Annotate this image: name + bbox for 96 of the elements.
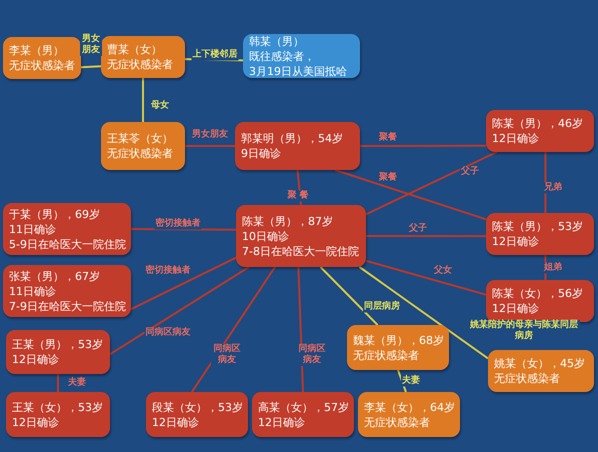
person-info: 12日确诊 <box>12 352 60 367</box>
person-info: 郭某明（男），54岁 <box>241 131 344 146</box>
person-info: 12日确诊 <box>152 414 200 430</box>
person-info: 11日确诊 <box>9 222 57 236</box>
person-info: 陈某（女），56岁 <box>492 286 584 301</box>
connector-line <box>109 266 250 356</box>
person-box <box>252 392 354 437</box>
person-info: 高某（女），57岁 <box>258 400 348 414</box>
person-box <box>146 392 248 437</box>
person-box <box>235 122 360 170</box>
edge-label: 父子 <box>460 166 480 178</box>
edge-label: 同病区病友 <box>144 328 192 338</box>
edge-label: 同层病房 <box>363 302 401 312</box>
person-box <box>358 392 460 437</box>
edge-label: 姚某陪护的母亲与陈某同层病房 <box>468 320 580 342</box>
connector-line <box>320 266 378 326</box>
connector-line <box>130 256 236 310</box>
edge-label: 夫妻 <box>67 378 87 388</box>
person-info: 李某（男） <box>9 43 65 58</box>
person-info: 姚某（女），45岁 <box>494 356 586 371</box>
person-info: 5-9日在哈医大一院住院 <box>9 236 125 252</box>
person-info: 陈某（男），46岁 <box>492 116 584 131</box>
connector-line <box>360 144 486 147</box>
person-info: 王某（男），53岁 <box>12 337 104 352</box>
edge-label: 上下楼邻居 <box>192 50 238 60</box>
person-box <box>347 325 449 370</box>
person-info: 11日确诊 <box>9 284 57 298</box>
person-info: 7-9日在哈医大一院住院 <box>9 298 125 314</box>
person-box <box>3 37 81 79</box>
person-info: 12日确诊 <box>492 131 540 146</box>
person-box <box>486 213 594 255</box>
person-info: 无症状感染者 <box>107 146 174 161</box>
person-info: 7-8日在哈医大一院住院 <box>242 244 360 258</box>
person-info: 陈某（男），53岁 <box>492 219 584 234</box>
person-info: 12日确诊 <box>258 414 306 430</box>
edge-label: 母女 <box>150 100 170 112</box>
person-info: 韩某（男） <box>249 34 305 48</box>
edge-label: 聚 餐 <box>286 190 310 202</box>
person-info: 12日确诊 <box>12 414 60 430</box>
edge-label: 聚餐 <box>378 172 398 184</box>
person-info: 于某（男），69岁 <box>9 206 101 222</box>
person-box <box>243 34 360 78</box>
person-box <box>6 392 110 437</box>
connector-line <box>296 170 302 206</box>
person-info: 无症状感染者 <box>494 371 561 386</box>
edge-label: 密切接触者 <box>144 266 192 276</box>
person-info: 无症状感染者 <box>107 57 174 72</box>
connector-line <box>366 151 498 216</box>
person-box <box>6 330 110 374</box>
edge-label: 男女朋友 <box>80 34 102 56</box>
person-box <box>488 350 594 392</box>
person-info: 12日确诊 <box>492 301 540 316</box>
connector-line <box>366 260 486 296</box>
edge-label: 姐弟 <box>543 262 563 274</box>
person-info: 既往感染者， <box>249 48 316 64</box>
person-info: 无症状感染者 <box>9 58 75 73</box>
connector-line <box>185 145 235 147</box>
edge-label: 聚餐 <box>378 132 398 144</box>
connector-line <box>57 374 59 392</box>
person-info: 12日确诊 <box>492 234 540 249</box>
connector-line <box>334 169 486 220</box>
edge-label: 父子 <box>408 224 428 234</box>
person-box <box>3 265 131 317</box>
person-info: 9日确诊 <box>241 146 282 161</box>
connector-line <box>80 65 102 68</box>
person-info: 无症状感染者 <box>364 414 431 430</box>
edge-label: 同病区病友 <box>211 344 243 366</box>
connector-line <box>397 370 407 392</box>
edge-label: 兄弟 <box>543 182 563 194</box>
person-box <box>101 122 185 170</box>
person-info: 魏某（男），68岁 <box>353 332 443 348</box>
edge-label: 同病区病友 <box>296 344 328 366</box>
person-info: 李某（女），64岁 <box>364 400 454 414</box>
person-info: 张某（男），67岁 <box>9 268 101 284</box>
connector-line <box>358 266 489 360</box>
connector-line <box>366 235 486 238</box>
edge-label: 密切接触者 <box>154 218 202 230</box>
person-info: 无症状感染者 <box>353 348 420 362</box>
person-box <box>101 36 185 78</box>
person-info: 10日确诊 <box>242 228 290 244</box>
connector-line <box>191 266 276 393</box>
connector-line <box>131 228 236 231</box>
person-info: 3月19日从美国抵哈 <box>249 64 348 78</box>
person-info: 陈某（男），87岁 <box>242 214 334 228</box>
edge-label: 男女朋友 <box>191 130 229 140</box>
connector-line <box>142 78 144 122</box>
person-info: 王某苓（女） <box>107 131 174 146</box>
person-info: 王某（女），53岁 <box>12 400 104 414</box>
connector-line <box>544 152 546 213</box>
edge-label: 父女 <box>433 266 453 276</box>
edge-label: 夫妻 <box>401 376 421 386</box>
person-info: 曹某（女） <box>107 42 163 57</box>
person-box <box>236 205 366 267</box>
person-box <box>486 110 594 152</box>
person-box <box>3 203 131 255</box>
person-info: 段某（女），53岁 <box>152 400 242 414</box>
